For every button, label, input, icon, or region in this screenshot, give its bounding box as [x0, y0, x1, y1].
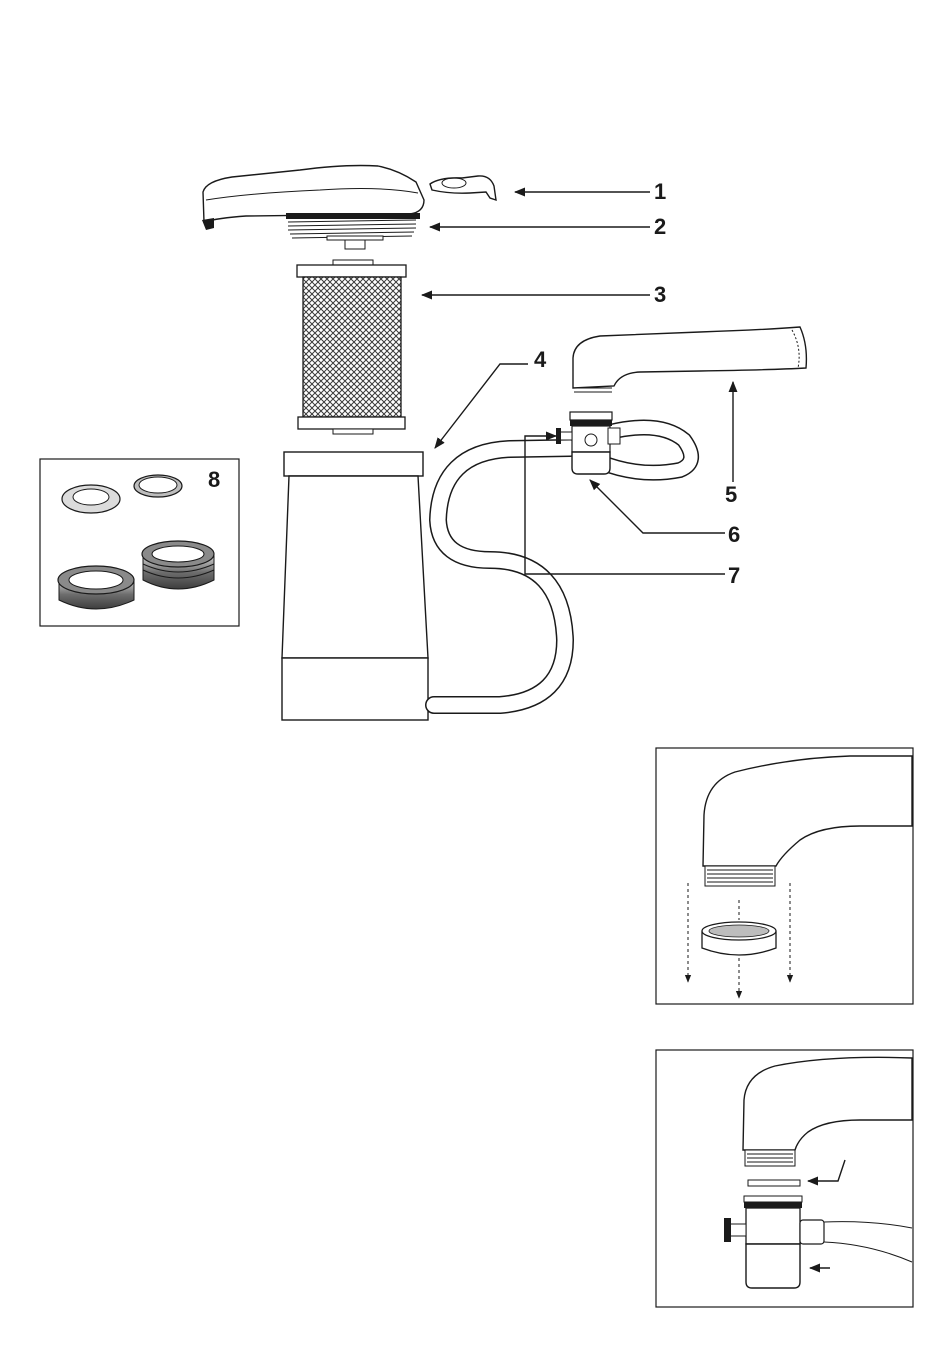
hose	[434, 428, 691, 706]
callout-3: 3	[654, 282, 666, 307]
callout-6: 6	[728, 522, 740, 547]
filter-cartridge-part	[297, 260, 406, 434]
callout-7: 7	[728, 563, 740, 588]
adapter-ring-large	[58, 566, 134, 609]
aerator	[702, 922, 776, 955]
washer	[748, 1180, 800, 1186]
faucet-spout-part	[573, 327, 806, 392]
callout-1: 1	[654, 179, 666, 204]
inset-mount-diverter	[656, 1050, 913, 1307]
washer-flat	[62, 485, 120, 513]
washer-oring	[134, 475, 182, 497]
lever-part	[430, 176, 496, 200]
callout-5: 5	[725, 482, 737, 507]
inset-remove-aerator	[656, 748, 913, 1004]
adapter-kit-inset: 8	[40, 459, 239, 626]
callout-2: 2	[654, 214, 666, 239]
callout-4: 4	[534, 347, 547, 372]
adapter-ring-threaded	[142, 541, 214, 589]
housing-body-part	[282, 452, 434, 720]
housing-head-part	[202, 166, 424, 250]
callout-8: 8	[208, 467, 220, 492]
